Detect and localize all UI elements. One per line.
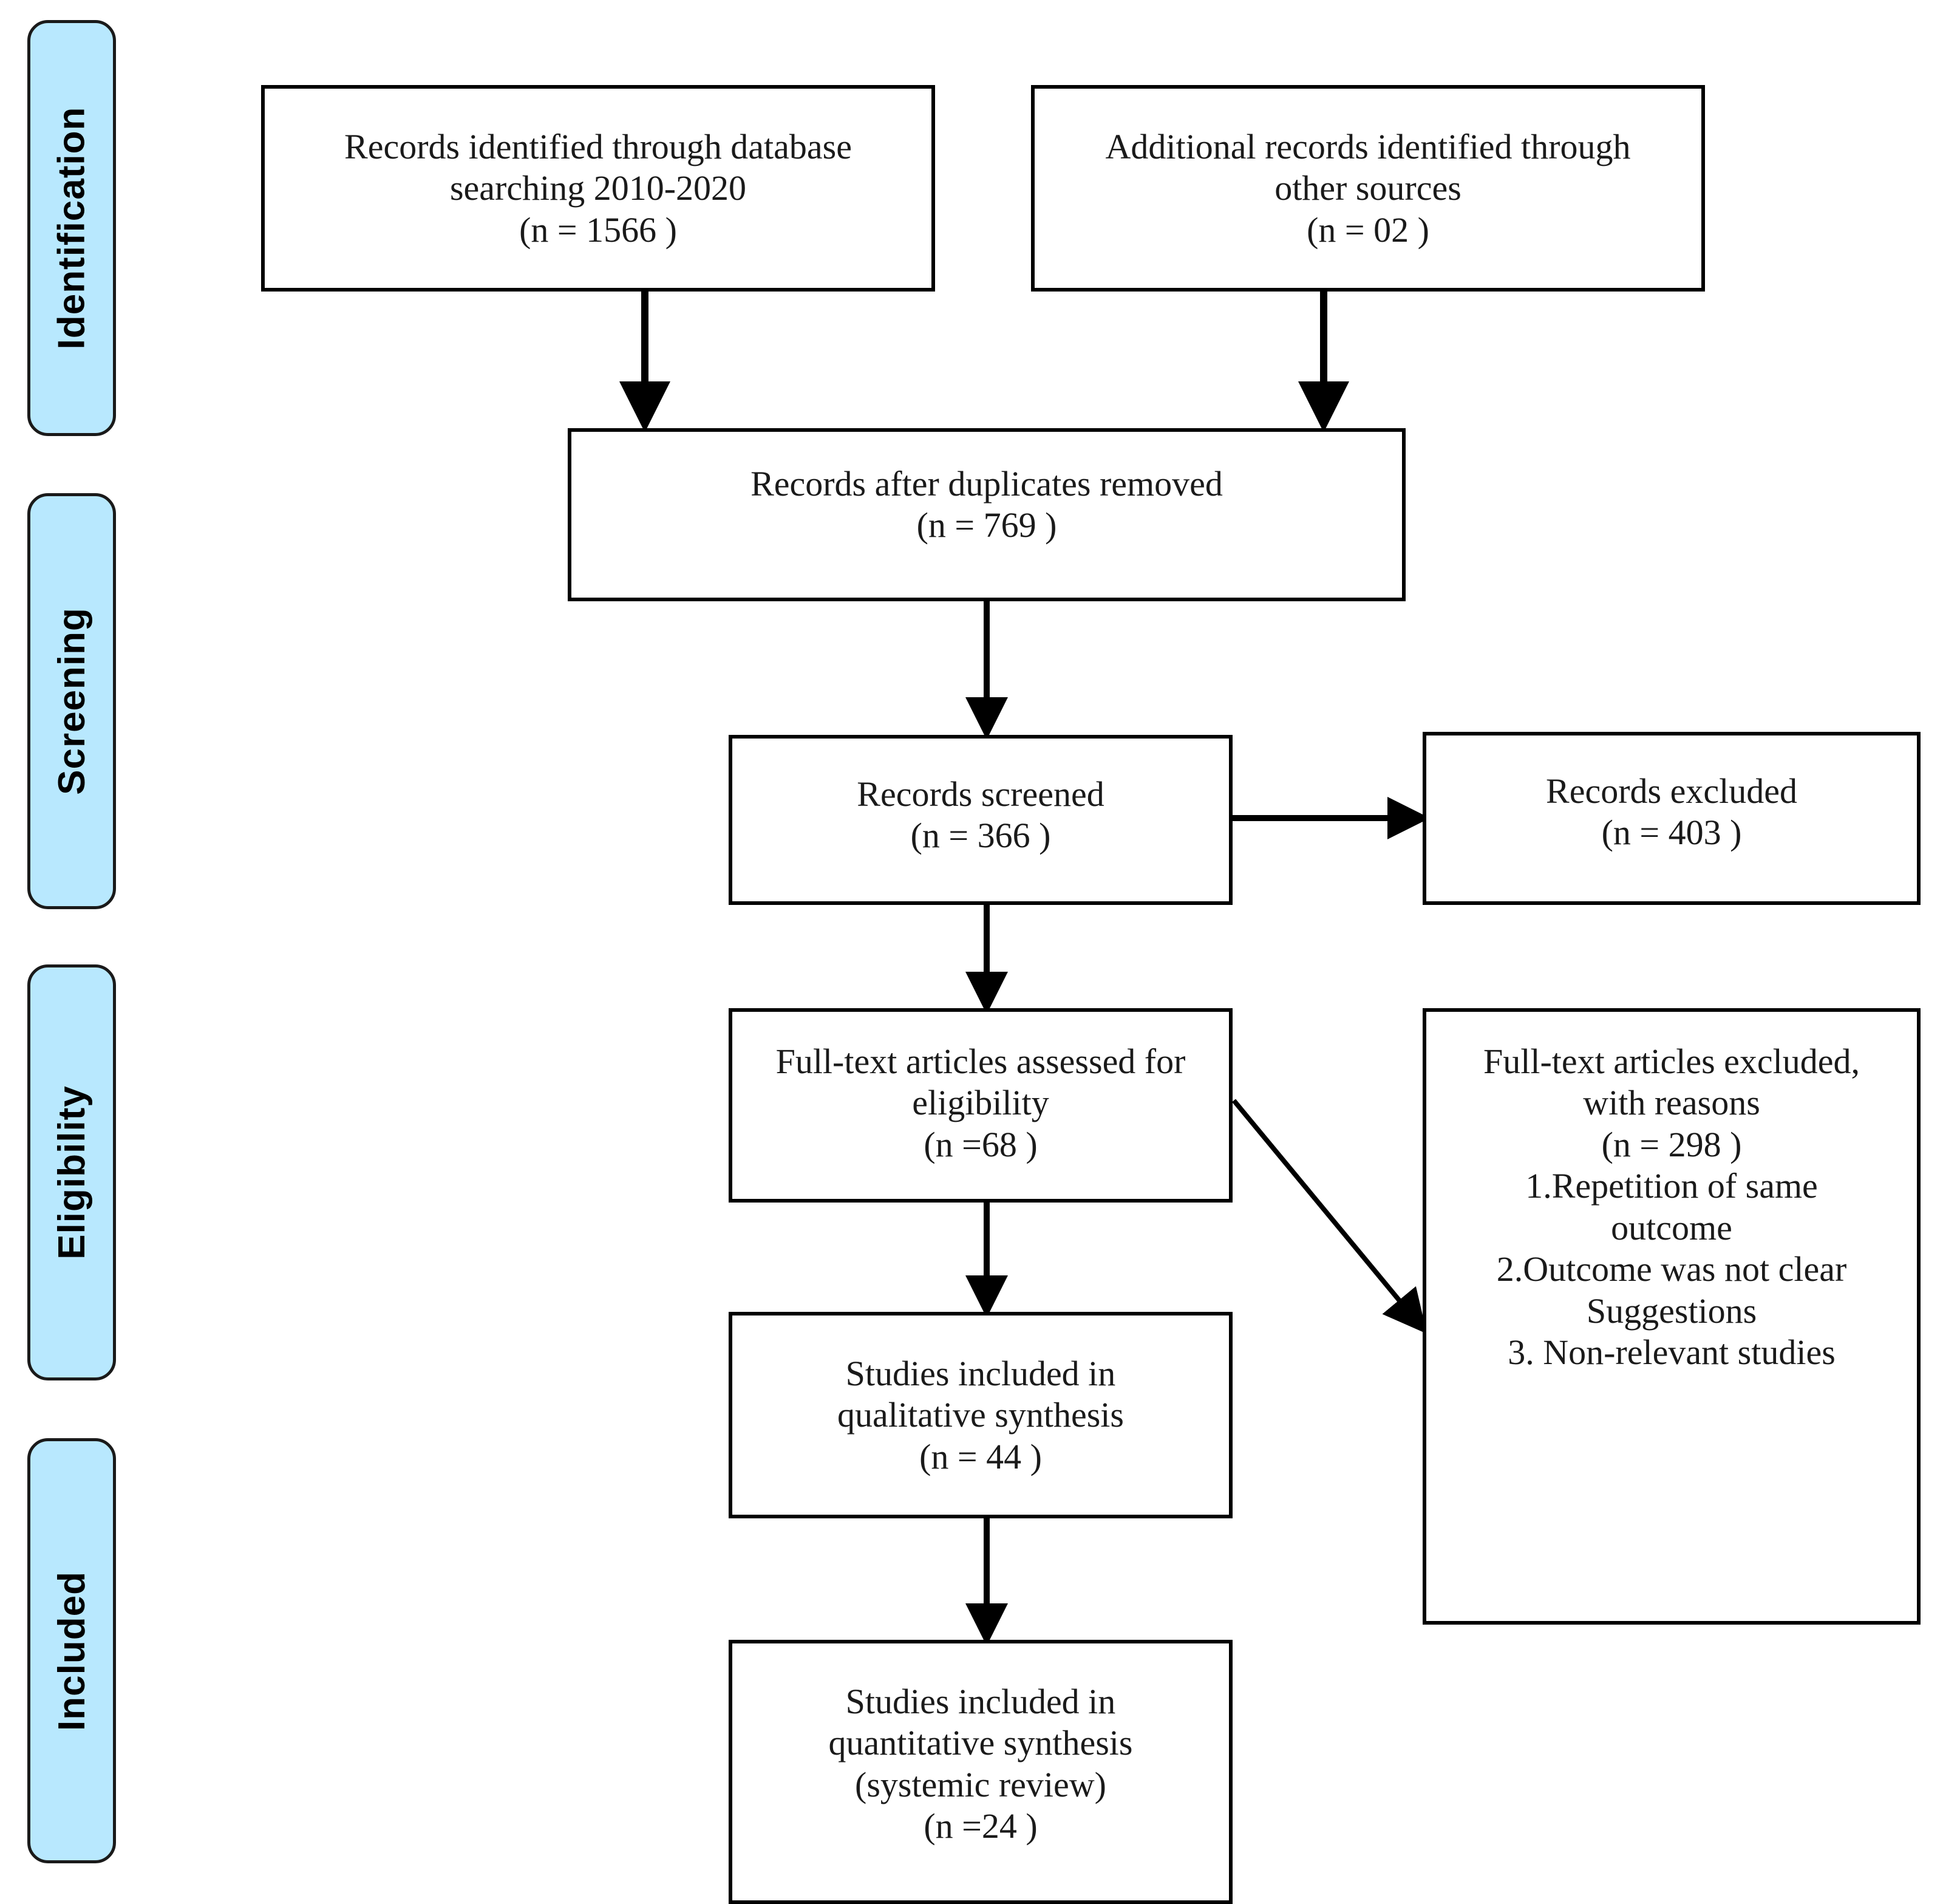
node-records-excluded: Records excluded (n = 403 ) [1423, 732, 1921, 905]
arrow-fulltext-to-excluded [1231, 1099, 1427, 1334]
stage-label-included: Included [50, 1571, 93, 1731]
node-text-records-after-duplicates-removed: Records after duplicates removed (n = 76… [750, 464, 1223, 545]
node-text-full-text-excluded: Full-text articles excluded, with reason… [1483, 1042, 1860, 1373]
node-records-after-duplicates-removed: Records after duplicates removed (n = 76… [568, 428, 1406, 601]
node-additional-records-other-sources: Additional records identified through ot… [1031, 85, 1705, 292]
node-text-records-excluded: Records excluded (n = 403 ) [1546, 771, 1797, 853]
node-full-text-excluded: Full-text articles excluded, with reason… [1423, 1008, 1921, 1625]
stage-box-included: Included [27, 1438, 116, 1863]
node-text-records-screened: Records screened (n = 366 ) [857, 774, 1104, 856]
node-records-screened: Records screened (n = 366 ) [729, 735, 1233, 905]
stage-box-eligibility: Eligibility [27, 964, 116, 1380]
stage-label-eligibility: Eligibility [50, 1085, 93, 1260]
stage-label-identification: Identification [50, 106, 93, 350]
node-text-full-text-assessed: Full-text articles assessed for eligibil… [775, 1042, 1186, 1164]
node-text-qualitative-synthesis: Studies included in qualitative synthesi… [837, 1354, 1124, 1476]
node-text-additional-records-other-sources: Additional records identified through ot… [1105, 127, 1631, 250]
node-quantitative-synthesis: Studies included in quantitative synthes… [729, 1640, 1233, 1904]
node-text-records-identified-database: Records identified through database sear… [344, 127, 852, 250]
node-records-identified-database: Records identified through database sear… [261, 85, 935, 292]
node-text-quantitative-synthesis: Studies included in quantitative synthes… [828, 1682, 1133, 1846]
stage-box-identification: Identification [27, 20, 116, 436]
node-qualitative-synthesis: Studies included in qualitative synthesi… [729, 1312, 1233, 1518]
node-full-text-assessed: Full-text articles assessed for eligibil… [729, 1008, 1233, 1203]
stage-label-screening: Screening [50, 607, 93, 795]
stage-box-screening: Screening [27, 493, 116, 909]
